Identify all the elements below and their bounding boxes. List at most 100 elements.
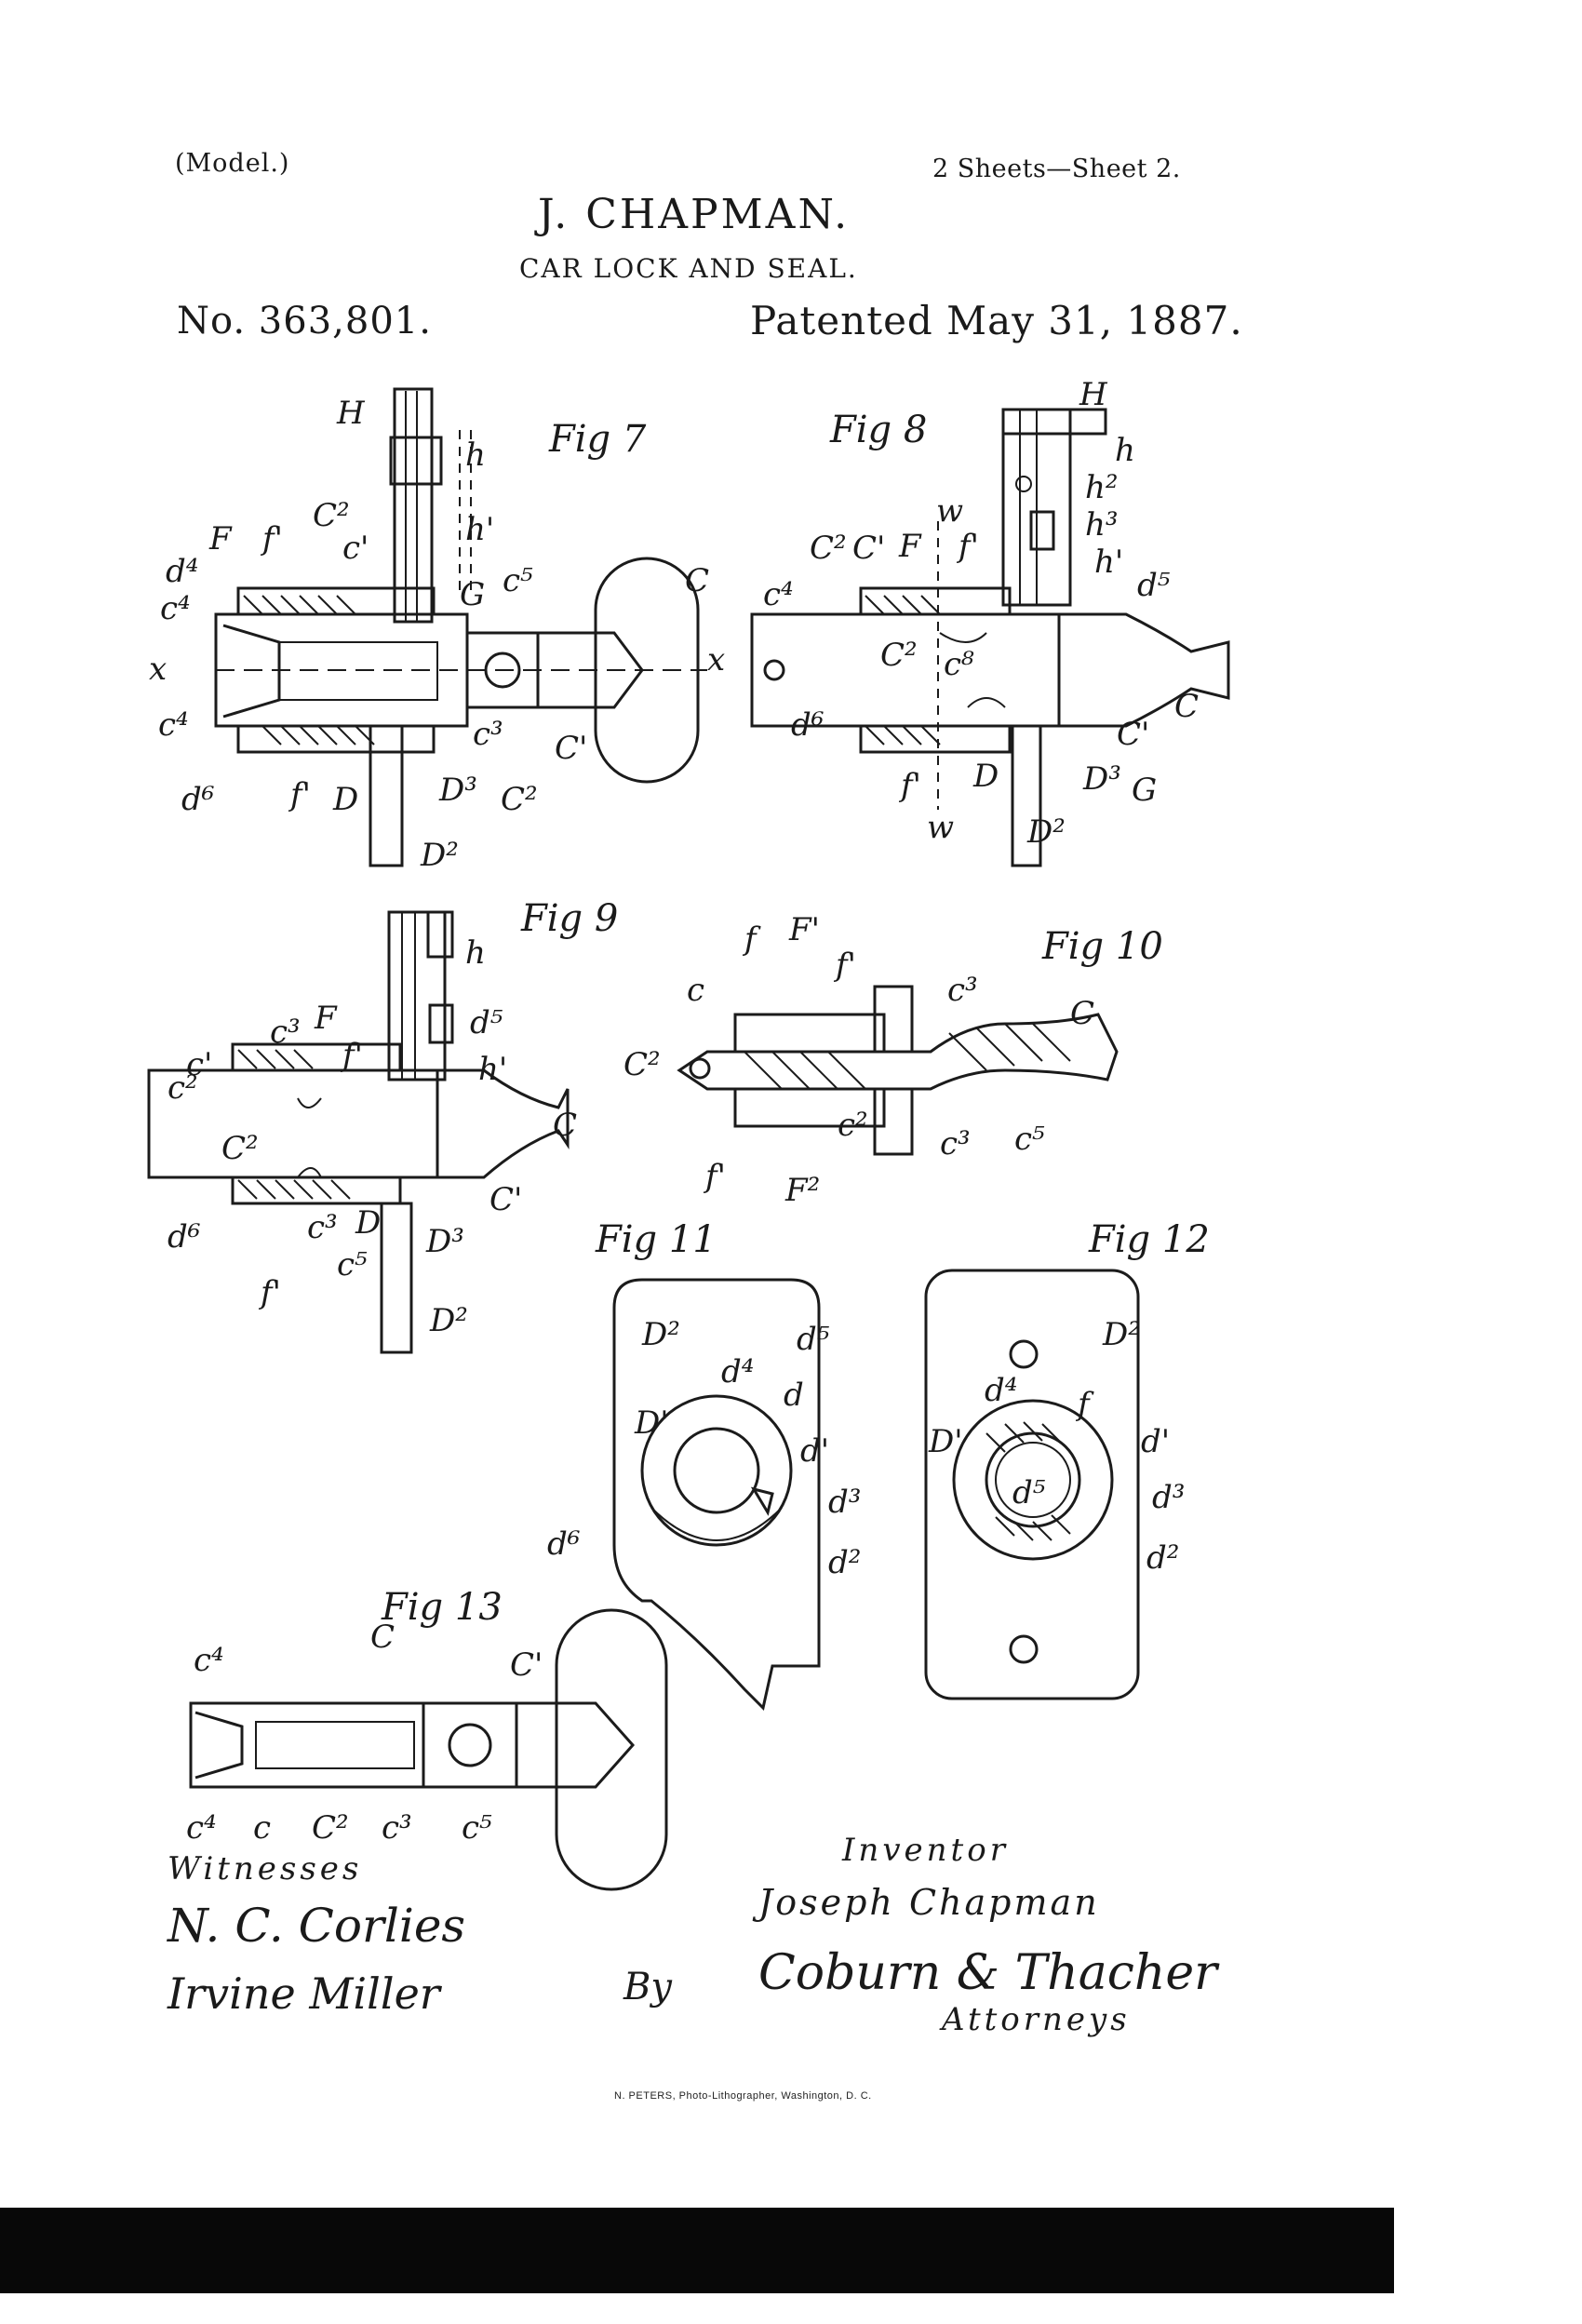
svg-text:D³: D³	[425, 1223, 464, 1260]
svg-text:f: f	[742, 920, 761, 958]
svg-text:D': D'	[634, 1404, 669, 1442]
svg-text:c⁵: c⁵	[503, 562, 533, 599]
svg-text:d': d'	[1141, 1423, 1170, 1460]
svg-text:h: h	[465, 934, 486, 972]
invention-title: CAR LOCK AND SEAL.	[519, 253, 858, 284]
svg-text:C²: C²	[880, 637, 918, 674]
svg-text:d⁵: d⁵	[797, 1321, 830, 1358]
svg-text:d⁵: d⁵	[1012, 1474, 1046, 1511]
svg-text:d³: d³	[828, 1484, 861, 1521]
svg-text:c³: c³	[307, 1209, 338, 1246]
svg-text:C²: C²	[810, 530, 847, 567]
svg-text:h: h	[465, 437, 486, 474]
svg-text:C': C'	[852, 530, 885, 567]
svg-text:h': h'	[478, 1051, 507, 1088]
svg-text:h²: h²	[1085, 469, 1119, 506]
svg-text:c⁴: c⁴	[158, 706, 189, 744]
fig-8: Fig 8 H h	[750, 376, 1230, 867]
svg-text:C: C	[685, 562, 709, 599]
svg-text:c²: c²	[168, 1069, 198, 1107]
svg-text:F: F	[314, 1000, 338, 1037]
svg-text:D²: D²	[420, 837, 459, 874]
svg-text:c³: c³	[940, 1125, 971, 1162]
svg-text:d⁶: d⁶	[168, 1218, 200, 1256]
svg-text:d⁵: d⁵	[470, 1004, 503, 1041]
svg-text:f': f'	[340, 1037, 363, 1074]
attorneys-label: Attorneys	[942, 2001, 1131, 2038]
svg-text:D³: D³	[438, 772, 477, 809]
svg-text:C²: C²	[313, 497, 350, 534]
svg-text:c⁸: c⁸	[944, 646, 974, 683]
svg-text:f': f'	[258, 1274, 281, 1311]
svg-text:C: C	[370, 1619, 395, 1656]
fig-12: Fig 12 D² d⁴ f D' d' d⁵ d³ d²	[924, 1218, 1210, 1700]
svg-text:c⁴: c⁴	[194, 1642, 224, 1679]
svg-text:d²: d²	[1146, 1539, 1179, 1577]
svg-text:F²: F²	[784, 1172, 820, 1209]
svg-text:c⁴: c⁴	[186, 1809, 217, 1847]
svg-text:c⁵: c⁵	[337, 1246, 368, 1283]
svg-text:f': f'	[703, 1158, 726, 1195]
svg-text:d⁶: d⁶	[791, 706, 824, 744]
inventor-label: Inventor	[842, 1832, 1009, 1869]
svg-text:C: C	[1174, 688, 1199, 725]
svg-text:f': f'	[288, 776, 311, 813]
svg-text:C²: C²	[221, 1130, 259, 1167]
svg-text:C²: C²	[501, 781, 538, 818]
svg-text:x: x	[149, 651, 167, 688]
svg-text:c⁵: c⁵	[1014, 1121, 1045, 1158]
svg-text:c: c	[687, 972, 704, 1009]
scan-border-band	[0, 2208, 1394, 2293]
svg-text:H: H	[336, 395, 366, 432]
svg-text:C²: C²	[623, 1046, 661, 1083]
svg-text:c⁴: c⁴	[160, 590, 191, 627]
patent-number: No. 363,801.	[177, 300, 432, 343]
svg-text:D²: D²	[429, 1302, 468, 1339]
fig-13: Fig 13 c⁴ C C' c⁴ c C² c³ c⁵	[186, 1586, 668, 1891]
svg-text:F: F	[208, 520, 233, 557]
svg-text:c³: c³	[382, 1809, 412, 1847]
svg-text:f': f'	[898, 767, 921, 804]
svg-text:w: w	[936, 492, 963, 530]
svg-text:D²: D²	[1026, 813, 1066, 851]
svg-text:c³: c³	[947, 972, 978, 1009]
svg-text:C': C'	[555, 730, 587, 767]
lithographer-credit: N. PETERS, Photo-Lithographer, Washingto…	[614, 2090, 872, 2102]
svg-text:d³: d³	[1152, 1479, 1185, 1516]
svg-text:G: G	[460, 576, 485, 613]
svg-text:d⁴: d⁴	[166, 553, 198, 590]
svg-text:C²: C²	[312, 1809, 349, 1847]
svg-text:F': F'	[788, 911, 820, 948]
svg-text:d⁶: d⁶	[181, 781, 214, 818]
svg-text:D': D'	[928, 1423, 963, 1460]
witness-signature-1: N. C. Corlies	[168, 1899, 466, 1953]
svg-text:D: D	[332, 781, 358, 818]
patent-date: Patented May 31, 1887.	[750, 298, 1243, 343]
by-label: By	[623, 1966, 672, 2008]
svg-text:C: C	[1070, 995, 1094, 1032]
svg-text:C': C'	[489, 1181, 522, 1218]
svg-text:D³: D³	[1082, 760, 1121, 798]
attorney-signature: Coburn & Thacher	[758, 1945, 1217, 2001]
svg-text:c²: c²	[838, 1107, 868, 1144]
svg-text:f': f'	[260, 520, 283, 557]
svg-text:c': c'	[186, 1046, 212, 1083]
svg-text:C': C'	[510, 1646, 543, 1684]
svg-text:D²: D²	[641, 1316, 680, 1353]
svg-text:d²: d²	[828, 1544, 861, 1581]
svg-text:D²: D²	[1102, 1316, 1141, 1353]
svg-text:d: d	[784, 1377, 804, 1414]
svg-text:D: D	[972, 758, 999, 795]
fig-10-title: Fig 10	[1041, 925, 1163, 968]
fig-13-title: Fig 13	[381, 1586, 503, 1629]
svg-text:C': C'	[1117, 716, 1149, 753]
svg-text:C: C	[553, 1107, 577, 1144]
svg-text:c⁵: c⁵	[462, 1809, 492, 1847]
model-label: (Model.)	[175, 149, 290, 178]
fig-7: Fig 7	[149, 387, 725, 874]
svg-text:c⁴: c⁴	[763, 576, 794, 613]
witnesses-label: Witnesses	[168, 1850, 363, 1887]
svg-text:c³: c³	[473, 716, 503, 753]
svg-text:d': d'	[800, 1432, 829, 1470]
